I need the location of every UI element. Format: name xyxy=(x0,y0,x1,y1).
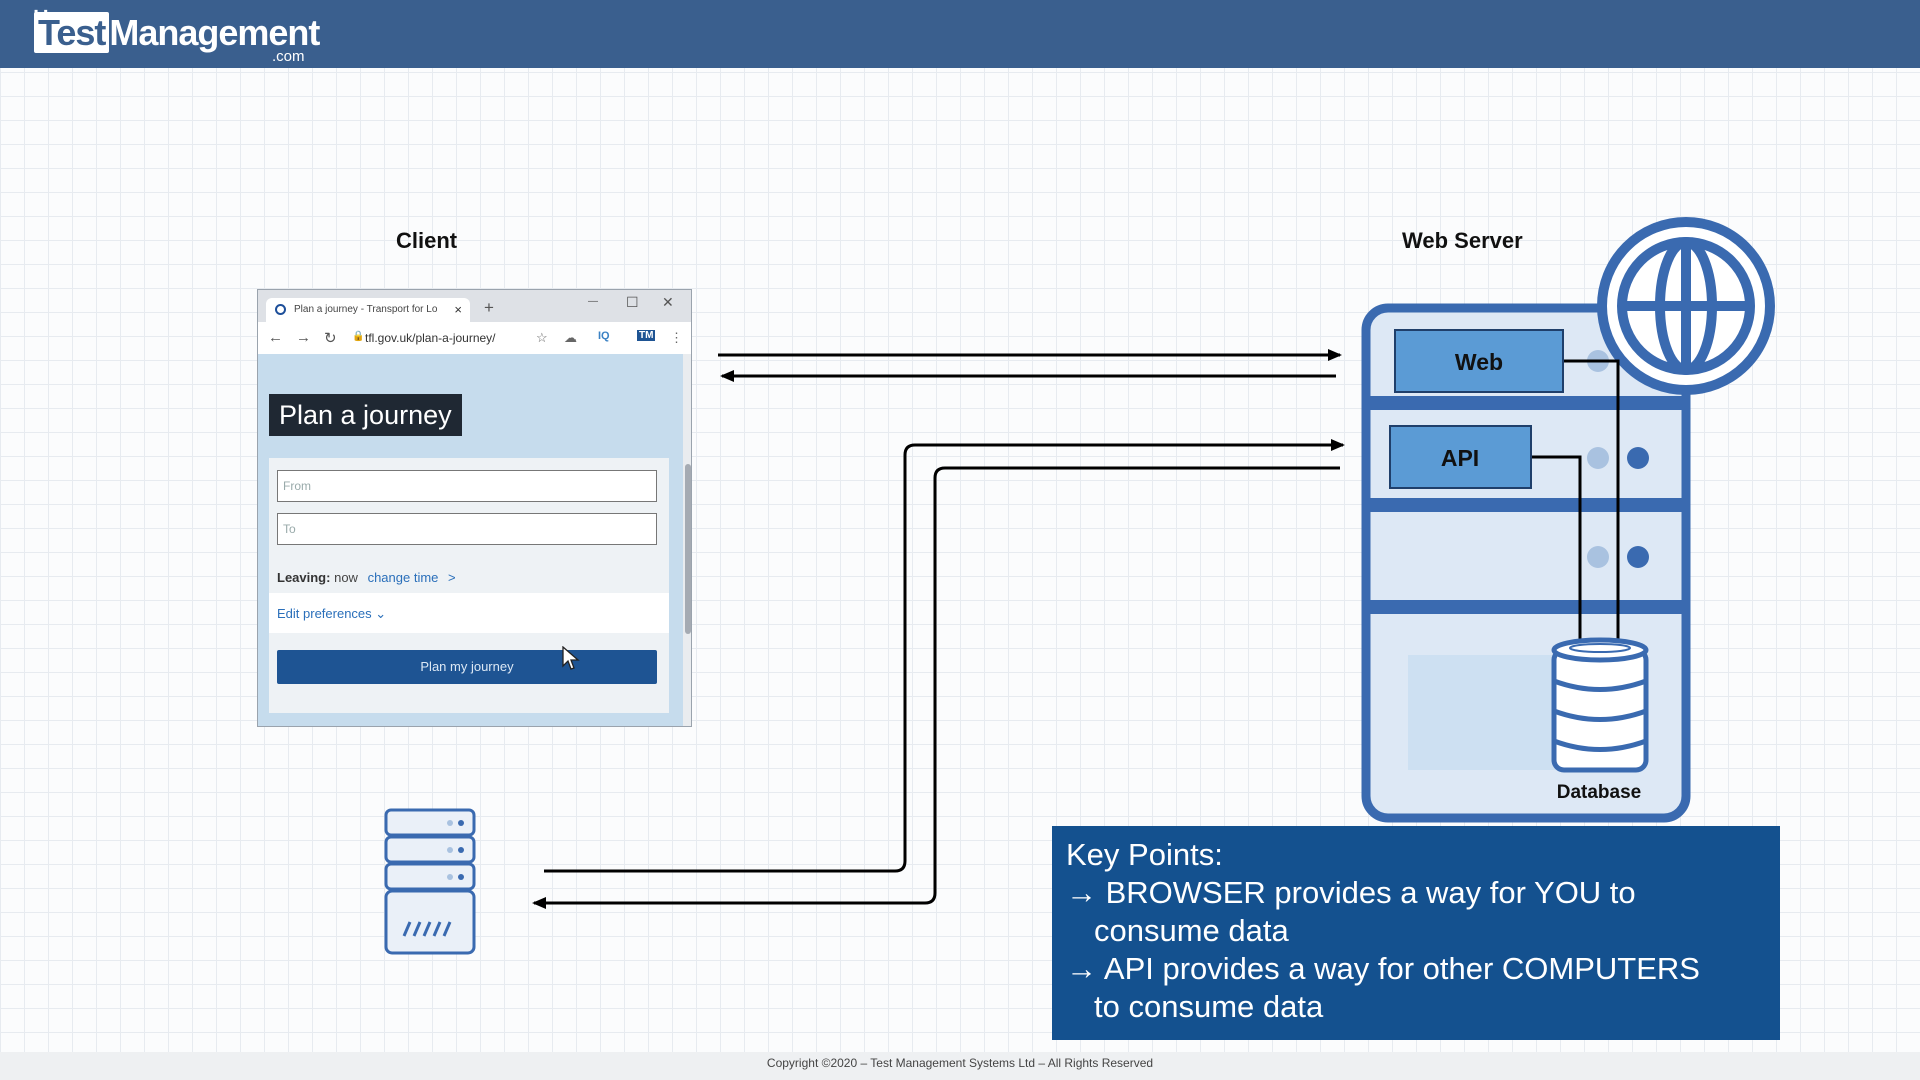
reload-button[interactable]: ↻ xyxy=(324,330,337,347)
logo-dotcom: .com xyxy=(272,48,305,65)
chevron-right-icon: > xyxy=(448,570,456,585)
key-point-1-cont: consume data xyxy=(1094,913,1289,948)
to-input[interactable]: To xyxy=(277,513,657,545)
web-box-label: Web xyxy=(1455,349,1503,375)
page-scrollbar[interactable] xyxy=(683,354,691,726)
close-window-button[interactable]: ✕ xyxy=(662,294,674,310)
key-points-title: Key Points: xyxy=(1066,837,1223,872)
api-box-label: API xyxy=(1441,445,1479,471)
tfl-page: Plan a journey From To Leaving: now chan… xyxy=(258,354,683,726)
change-time-link[interactable]: change time xyxy=(367,570,439,585)
tab-title: Plan a journey - Transport for Lo xyxy=(294,304,438,315)
edit-preferences-row: Edit preferences ⌄ xyxy=(269,593,669,633)
from-input[interactable]: From xyxy=(277,470,657,502)
menu-icon[interactable]: ⋮ xyxy=(670,330,683,345)
chevron-down-icon: ⌄ xyxy=(375,606,387,621)
browser-toolbar: ← → ↻ 🔒 tfl.gov.uk/plan-a-journey/ ☆ ☁ I… xyxy=(258,322,691,354)
star-icon[interactable]: ☆ xyxy=(536,330,548,345)
lock-icon: 🔒 xyxy=(352,331,365,342)
key-point-1: → BROWSER provides a way for YOU to xyxy=(1066,875,1636,910)
web-server-label: Web Server xyxy=(1402,228,1523,253)
browser-tab[interactable]: Plan a journey - Transport for Lo × xyxy=(266,298,470,322)
web-db-connector xyxy=(1563,359,1620,650)
database-label: Database xyxy=(1557,782,1642,803)
journey-form: From To Leaving: now change time > Edit … xyxy=(269,458,669,713)
key-points-box: Key Points: → BROWSER provides a way for… xyxy=(1052,826,1780,1040)
leaving-row: Leaving: now change time > xyxy=(277,570,456,585)
plan-my-journey-button[interactable]: Plan my journey xyxy=(277,650,657,684)
web-box xyxy=(1394,329,1564,393)
minimize-button[interactable]: — xyxy=(588,296,598,307)
globe-icon xyxy=(1597,217,1775,395)
forward-button[interactable]: → xyxy=(296,329,311,346)
request-arrow-api xyxy=(544,439,1345,873)
computer-server-icon xyxy=(384,808,476,955)
tfl-favicon-icon xyxy=(275,304,286,315)
response-arrow-api xyxy=(532,466,1340,909)
back-button[interactable]: ← xyxy=(268,329,283,346)
ext-tm-icon[interactable]: TM xyxy=(637,330,656,341)
browser-window: Plan a journey - Transport for Lo × + — … xyxy=(257,289,692,727)
tab-close-icon[interactable]: × xyxy=(454,302,462,317)
leaving-value: now xyxy=(334,570,358,585)
key-point-2-cont: to consume data xyxy=(1094,989,1324,1024)
api-box xyxy=(1389,425,1532,489)
new-tab-button[interactable]: + xyxy=(484,298,494,317)
copyright-footer: Copyright ©2020 – Test Management System… xyxy=(0,1052,1920,1080)
key-point-2: → API provides a way for other COMPUTERS xyxy=(1066,951,1700,986)
mouse-cursor-icon xyxy=(562,646,580,670)
maximize-button[interactable]: ☐ xyxy=(626,294,639,310)
client-label: Client xyxy=(396,228,458,253)
page-title: Plan a journey xyxy=(269,394,462,436)
address-bar[interactable]: tfl.gov.uk/plan-a-journey/ xyxy=(365,331,496,345)
ext-iq-icon[interactable]: IQ xyxy=(598,330,610,342)
database-icon xyxy=(1551,637,1649,773)
edit-preferences-link[interactable]: Edit preferences ⌄ xyxy=(277,606,387,621)
api-db-connector xyxy=(1531,455,1582,650)
cloud-icon[interactable]: ☁ xyxy=(564,330,577,345)
leaving-label: Leaving: xyxy=(277,570,331,585)
